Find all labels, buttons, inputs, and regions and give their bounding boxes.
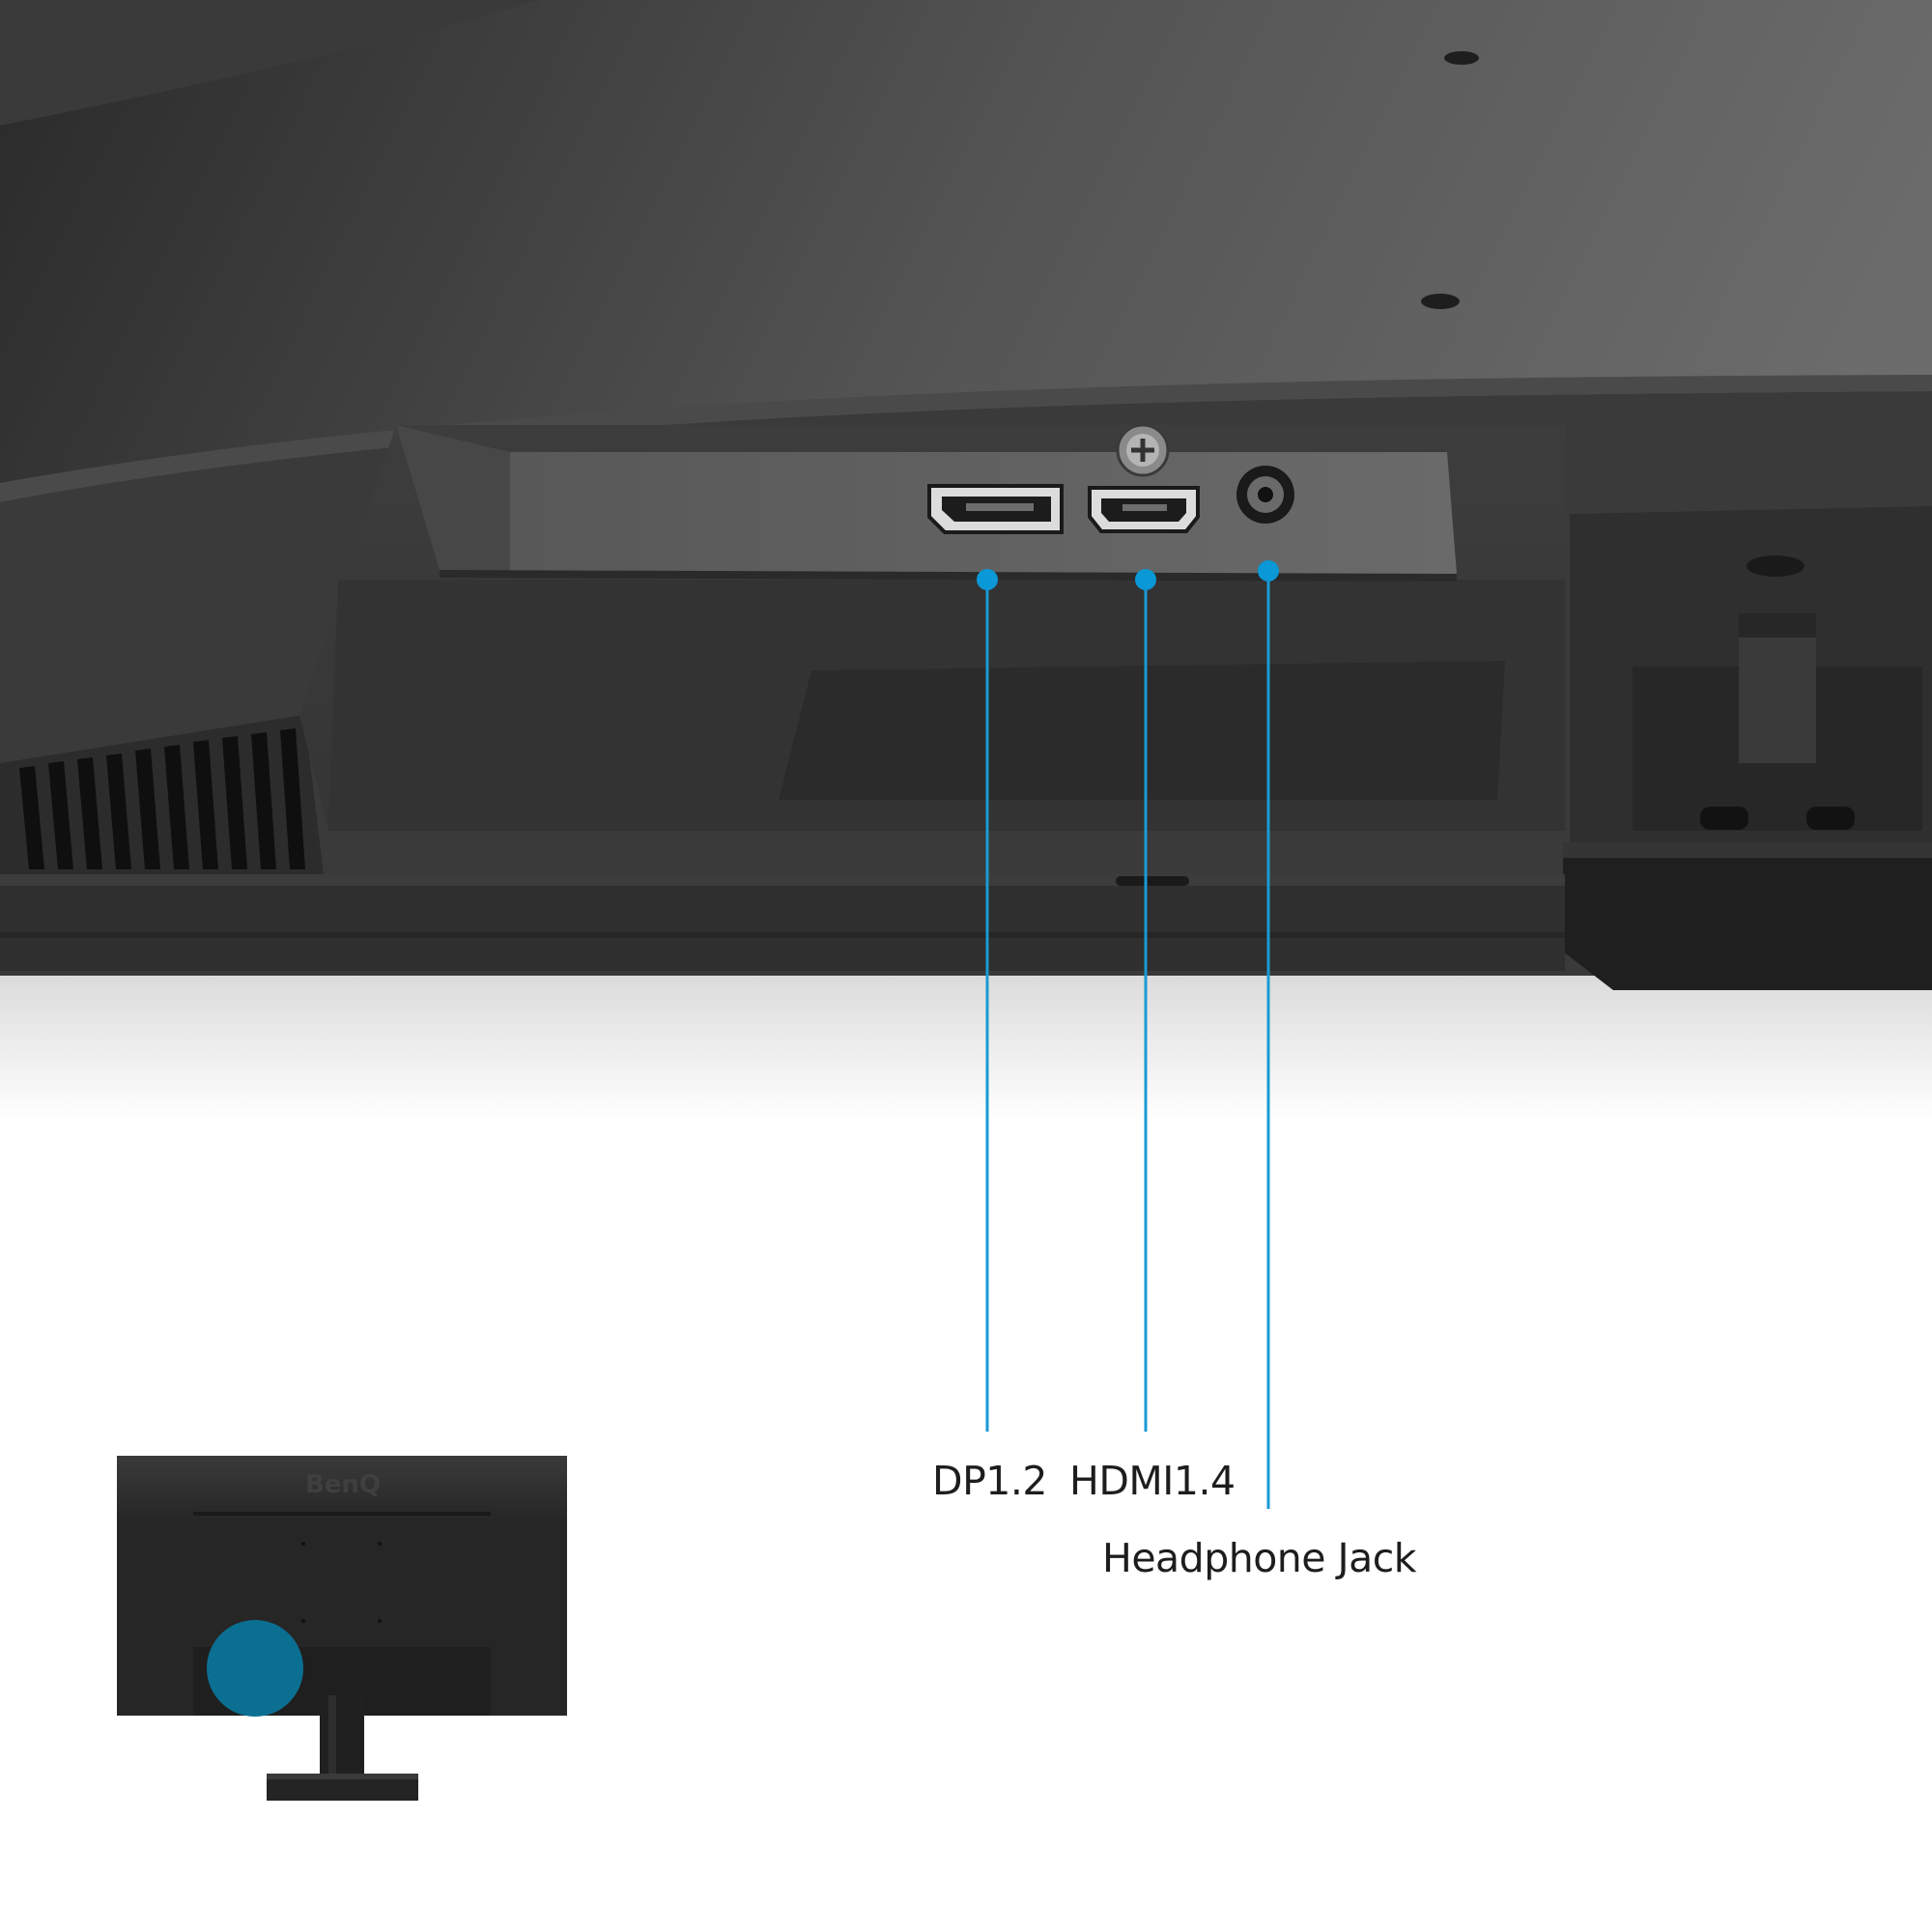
highlight-circle [207, 1620, 303, 1717]
vesa-hole-lower [1421, 294, 1460, 309]
vent-grille [0, 715, 324, 874]
displayport-port-icon [927, 484, 1064, 534]
monitor-closeup [0, 0, 1932, 990]
screw-icon [1116, 423, 1170, 477]
callout-hdmi-line [1135, 569, 1156, 1432]
label-dp: DP1.2 [932, 1458, 1048, 1504]
headphone-jack-icon [1236, 466, 1294, 524]
vesa-hole-upper [1444, 51, 1479, 65]
monitor-thumbnail: BenQ [117, 1456, 567, 1801]
hdmi-port-icon [1088, 486, 1200, 533]
callout-dp-line [977, 569, 998, 1432]
label-hdmi: HDMI1.4 [1069, 1458, 1236, 1504]
callout-headphone-line [1258, 560, 1279, 1509]
label-headphone-jack: Headphone Jack [1102, 1535, 1417, 1581]
callout-hdmi-dot [1135, 569, 1156, 590]
callout-dp-dot [977, 569, 998, 590]
callout-headphone-dot [1258, 560, 1279, 582]
thumbnail-brand-logo: BenQ [305, 1470, 381, 1499]
floor-shadow [0, 966, 1932, 1121]
stand-mount-bracket [1563, 506, 1932, 990]
